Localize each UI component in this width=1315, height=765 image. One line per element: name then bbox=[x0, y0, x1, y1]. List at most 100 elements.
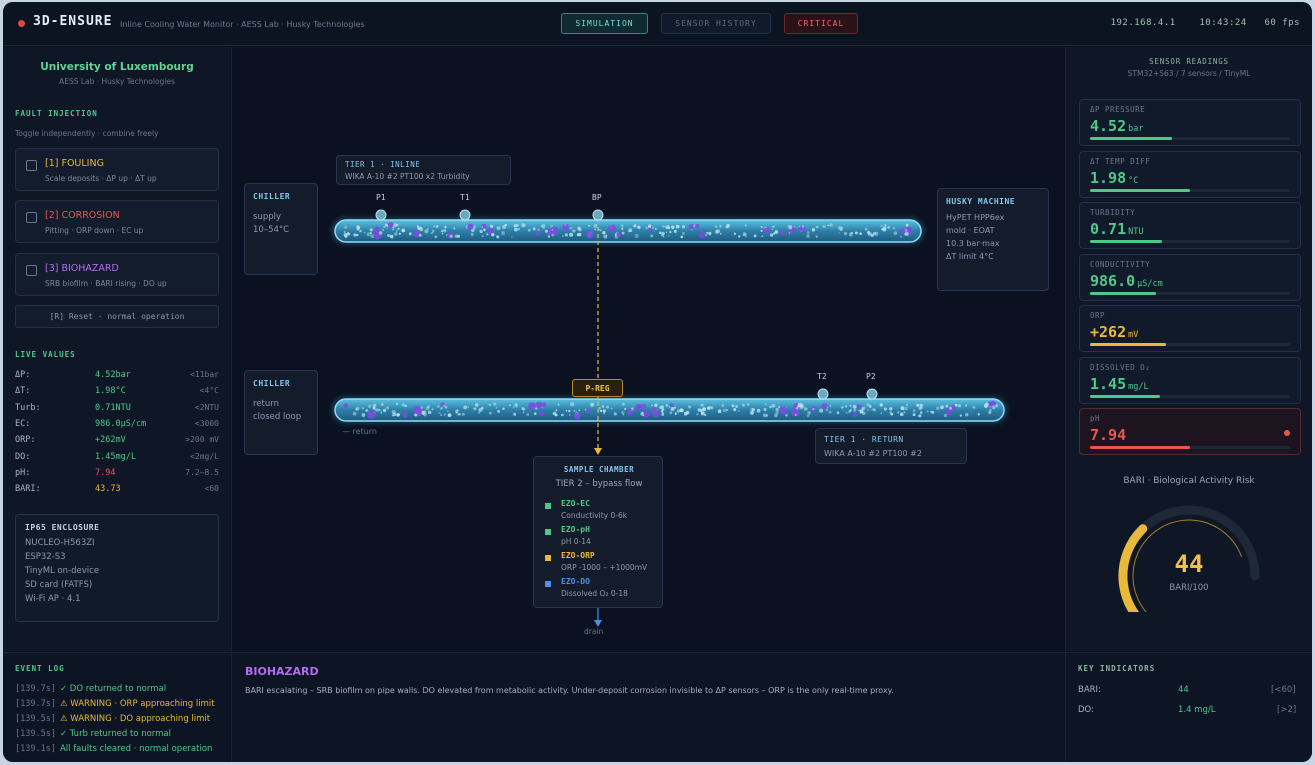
critical-button[interactable]: CRITICAL bbox=[784, 13, 858, 34]
tier1-inline-desc: WIKA A-10 #2 PT100 x2 Turbidity bbox=[345, 172, 470, 181]
flow-particle bbox=[897, 411, 900, 414]
flow-particle bbox=[440, 407, 442, 410]
flow-particle bbox=[414, 413, 417, 417]
flow-particle bbox=[369, 232, 372, 234]
flow-particle bbox=[610, 407, 613, 410]
biofilm-particle bbox=[616, 232, 622, 238]
sensor-p2[interactable] bbox=[866, 388, 878, 400]
flow-particle bbox=[681, 232, 685, 235]
enclosure-item: NUCLEO-H563ZI bbox=[25, 538, 95, 548]
flow-particle bbox=[662, 412, 665, 415]
flow-particle bbox=[769, 405, 772, 409]
biofilm-particle bbox=[538, 410, 545, 416]
biofilm-particle bbox=[780, 230, 785, 236]
flow-particle bbox=[880, 412, 883, 415]
bari-unit: BARI/100 bbox=[1169, 583, 1209, 593]
flow-particle bbox=[873, 408, 876, 412]
flow-particle bbox=[513, 403, 517, 407]
flow-particle bbox=[957, 404, 962, 408]
flow-particle bbox=[570, 402, 575, 407]
reset-button[interactable]: [R] Reset · normal operation bbox=[15, 305, 219, 328]
flow-particle bbox=[665, 231, 668, 234]
flow-particle bbox=[621, 227, 623, 230]
flow-particle bbox=[731, 404, 735, 408]
husky-title: HUSKY MACHINE bbox=[946, 197, 1016, 206]
biofilm-particle bbox=[950, 405, 956, 411]
event-message: ⚠ WARNING · ORP approaching limit bbox=[59, 699, 215, 709]
flow-particle bbox=[396, 230, 398, 232]
flow-particle bbox=[760, 229, 763, 232]
flow-particle bbox=[867, 232, 872, 236]
live-limit: <3000 bbox=[194, 418, 219, 428]
flow-particle bbox=[408, 232, 412, 236]
checkbox-icon[interactable] bbox=[26, 160, 37, 171]
flow-particle bbox=[868, 404, 872, 408]
flow-particle bbox=[634, 233, 639, 238]
flow-particle bbox=[746, 403, 750, 406]
flow-particle bbox=[547, 235, 551, 238]
event-message: ⚠ WARNING · DO approaching limit bbox=[59, 714, 211, 724]
pressure-regulator[interactable]: P-REG bbox=[572, 379, 623, 397]
sensor-t1[interactable] bbox=[459, 209, 471, 221]
flow-particle bbox=[621, 411, 625, 415]
sensor-value: 4.52 bbox=[1090, 117, 1127, 135]
tab-simulation[interactable]: SIMULATION bbox=[561, 13, 648, 34]
tab-sensor-history[interactable]: SENSOR HISTORY bbox=[661, 13, 771, 34]
biofilm-particle bbox=[550, 226, 559, 235]
flow-particle bbox=[668, 235, 670, 237]
flow-particle bbox=[674, 406, 677, 409]
fault-biohazard-toggle[interactable]: [3] BIOHAZARD SRB biofilm · BARI rising … bbox=[15, 253, 219, 296]
flow-particle bbox=[836, 411, 840, 415]
checkbox-icon[interactable] bbox=[26, 265, 37, 276]
sensor-bar-fill bbox=[1090, 137, 1172, 140]
flow-particle bbox=[431, 231, 434, 234]
flow-particle bbox=[637, 225, 641, 229]
sensor-unit: NTU bbox=[1128, 227, 1144, 237]
flow-particle bbox=[774, 230, 779, 234]
app-title: 3D-ENSURE bbox=[33, 14, 113, 29]
bypass-arrow-icon bbox=[594, 448, 602, 455]
flow-particle bbox=[513, 224, 517, 228]
indicator-limit: [<60] bbox=[1271, 685, 1296, 695]
flow-particle bbox=[819, 408, 824, 413]
biofilm-particle bbox=[367, 410, 376, 419]
flow-particle bbox=[650, 234, 654, 238]
gauge-inner-ring bbox=[1132, 519, 1243, 612]
checkbox-icon[interactable] bbox=[26, 212, 37, 223]
live-key: BARI: bbox=[15, 484, 41, 495]
flow-particle bbox=[881, 228, 884, 231]
flow-particle bbox=[372, 403, 377, 408]
flow-particle bbox=[493, 402, 497, 406]
flow-particle bbox=[844, 232, 848, 236]
flow-particle bbox=[806, 414, 810, 418]
flow-particle bbox=[989, 408, 992, 412]
event-time: [139.1s] bbox=[15, 744, 56, 754]
sample-subtitle: TIER 2 – bypass flow bbox=[555, 479, 643, 489]
sensor-t2[interactable] bbox=[817, 388, 829, 400]
live-value-row: Turb:0.71NTU<2NTU bbox=[15, 403, 219, 417]
flow-particle bbox=[569, 226, 573, 230]
fault-corrosion-toggle[interactable]: [2] CORROSION Pitting · ORP down · EC up bbox=[15, 200, 219, 243]
husky-line: ΔT limit 4°C bbox=[946, 252, 994, 261]
flow-particle bbox=[395, 402, 399, 406]
flow-particle bbox=[474, 403, 479, 407]
flow-particle bbox=[751, 408, 756, 412]
flow-particle bbox=[470, 232, 474, 236]
fault-fouling-toggle[interactable]: [1] FOULING Scale deposits · ΔP up · ΔT … bbox=[15, 148, 219, 191]
sensor-p1[interactable] bbox=[375, 209, 387, 221]
flow-particle bbox=[514, 227, 518, 232]
flow-particle bbox=[455, 409, 459, 413]
alert-title: BIOHAZARD bbox=[245, 665, 319, 678]
flow-particle bbox=[849, 233, 853, 237]
sensor-bp[interactable] bbox=[592, 209, 604, 221]
flow-particle bbox=[665, 225, 669, 229]
flow-particle bbox=[671, 225, 675, 229]
